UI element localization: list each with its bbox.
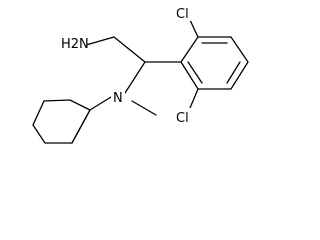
bond-n-methyl: [131, 100, 157, 116]
bond-n-cyclohexyl: [89, 96, 112, 111]
bond-cyclohexyl-close: [71, 109, 91, 144]
bond-ch-n: [124, 61, 146, 94]
aromatic-bond-3: [187, 61, 203, 84]
aromatic-bond-2: [226, 61, 241, 84]
bond-aryl-cl-top: [189, 19, 199, 38]
bond-ch2-ch: [113, 36, 146, 63]
benzene-ring: [180, 36, 249, 90]
structure-diagram: H2N N Cl Cl: [32, 7, 249, 144]
cyclohexane-ring: [32, 99, 91, 144]
amine-label: H2N: [61, 37, 89, 52]
bond-aryl-cl-bottom: [189, 88, 199, 109]
chloro-top-label: Cl: [176, 7, 189, 22]
bond-nh2-ch2: [85, 36, 115, 46]
chloro-bottom-label: Cl: [176, 111, 189, 126]
nitrogen-label: N: [113, 91, 123, 106]
